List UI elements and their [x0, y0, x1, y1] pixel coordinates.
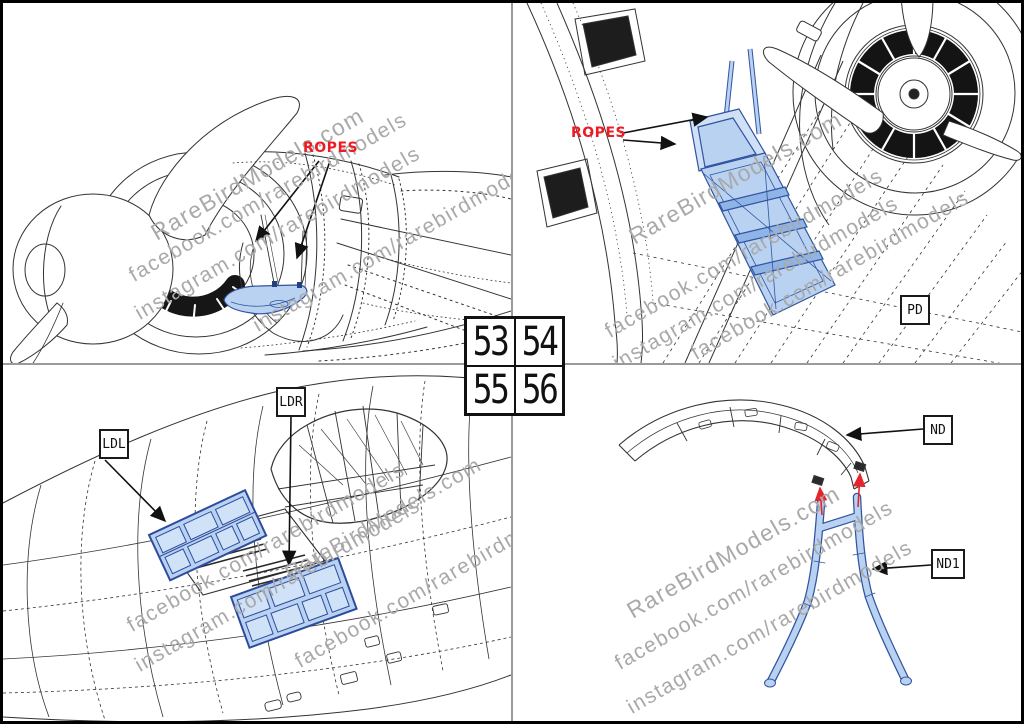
part-rope-sling-highlight	[223, 281, 308, 315]
step-number-grid: 53 54 55 56	[464, 316, 565, 416]
part-label-pd-text: PD	[907, 302, 923, 318]
nd-label-arrows	[845, 426, 932, 576]
part-ldl-highlight	[147, 488, 268, 582]
part-ldr-highlight	[229, 556, 358, 650]
part-label-ldl: LDL	[99, 429, 129, 459]
ropes-callout-arrows-right	[622, 112, 709, 151]
step-number: 53	[466, 318, 515, 366]
part-label-nd1: ND1	[931, 549, 965, 579]
part-nd1-highlight	[764, 492, 912, 688]
panel-step-56: RareBirdModels.com facebook.com/rarebird…	[513, 365, 1021, 721]
step-number: 55	[466, 366, 515, 414]
panel-step-53: RareBirdModels.com facebook.com/rarebird…	[3, 3, 511, 363]
panel-step-55: RareBirdModels.com facebook.com/rarebird…	[3, 365, 511, 721]
panel-step-54: RareBirdModels.com facebook.com/rarebird…	[513, 3, 1021, 363]
attachment-arrows-red	[814, 472, 866, 516]
drawing-canopy-ladder	[618, 399, 932, 688]
part-label-ldr: LDR	[276, 387, 306, 417]
ropes-callout-left: ROPES	[303, 140, 359, 156]
part-label-nd1-text: ND1	[936, 556, 960, 572]
part-label-ldr-text: LDR	[279, 394, 303, 410]
part-pd-highlight	[689, 48, 836, 316]
door-label-arrows	[104, 416, 297, 567]
part-label-pd: PD	[900, 295, 930, 325]
drawing-engine-platform-pd	[526, 3, 1021, 363]
step-number: 54	[514, 318, 563, 366]
drawing-engine-nacelle-sling	[10, 96, 511, 363]
step-number: 56	[514, 366, 563, 414]
drawing-fuselage-doors	[3, 375, 511, 721]
part-label-nd: ND	[923, 415, 953, 445]
ropes-callout-right: ROPES	[571, 125, 627, 141]
ropes-callout-arrows-left	[255, 160, 331, 260]
part-label-ldl-text: LDL	[102, 436, 126, 452]
part-label-nd-text: ND	[930, 422, 946, 438]
